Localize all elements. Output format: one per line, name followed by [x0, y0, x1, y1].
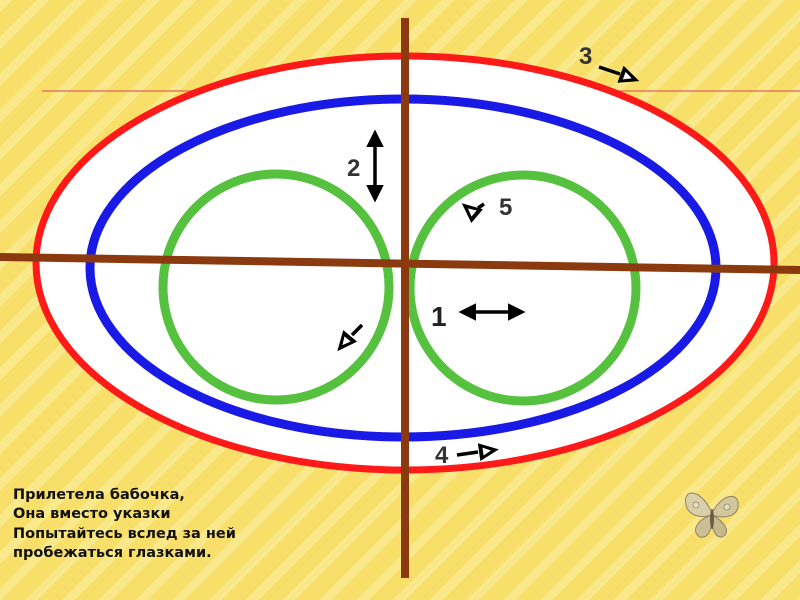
cursor-arrow-icon — [477, 443, 499, 462]
label-3: 3 — [579, 43, 592, 70]
caption-line: пробежаться глазками. — [13, 544, 212, 561]
label-4: 4 — [435, 442, 449, 469]
cursor-arrow-icon — [337, 330, 358, 352]
butterfly-icon — [685, 492, 739, 538]
right-green-circle — [405, 170, 641, 406]
horizontal-brown-line — [0, 253, 800, 274]
caption-line: Прилетела бабочка, — [13, 487, 185, 503]
left-green-circle — [158, 169, 394, 405]
arrow-5 — [477, 202, 485, 210]
caption-line: Попытайтесь вслед за ней — [13, 525, 236, 542]
arrow-4 — [456, 450, 479, 457]
caption-line: Она вместо указки — [13, 506, 171, 523]
arrow-3 — [598, 65, 621, 76]
label-2: 2 — [347, 155, 360, 182]
label-5: 5 — [499, 194, 512, 221]
cursor-arrow-icon — [461, 203, 483, 224]
poem-caption: Прилетела бабочка, Она вместо указки Поп… — [13, 486, 236, 563]
unlabeled-arrow — [350, 323, 364, 337]
label-1: 1 — [431, 301, 447, 332]
cursor-arrow-icon — [617, 65, 640, 83]
